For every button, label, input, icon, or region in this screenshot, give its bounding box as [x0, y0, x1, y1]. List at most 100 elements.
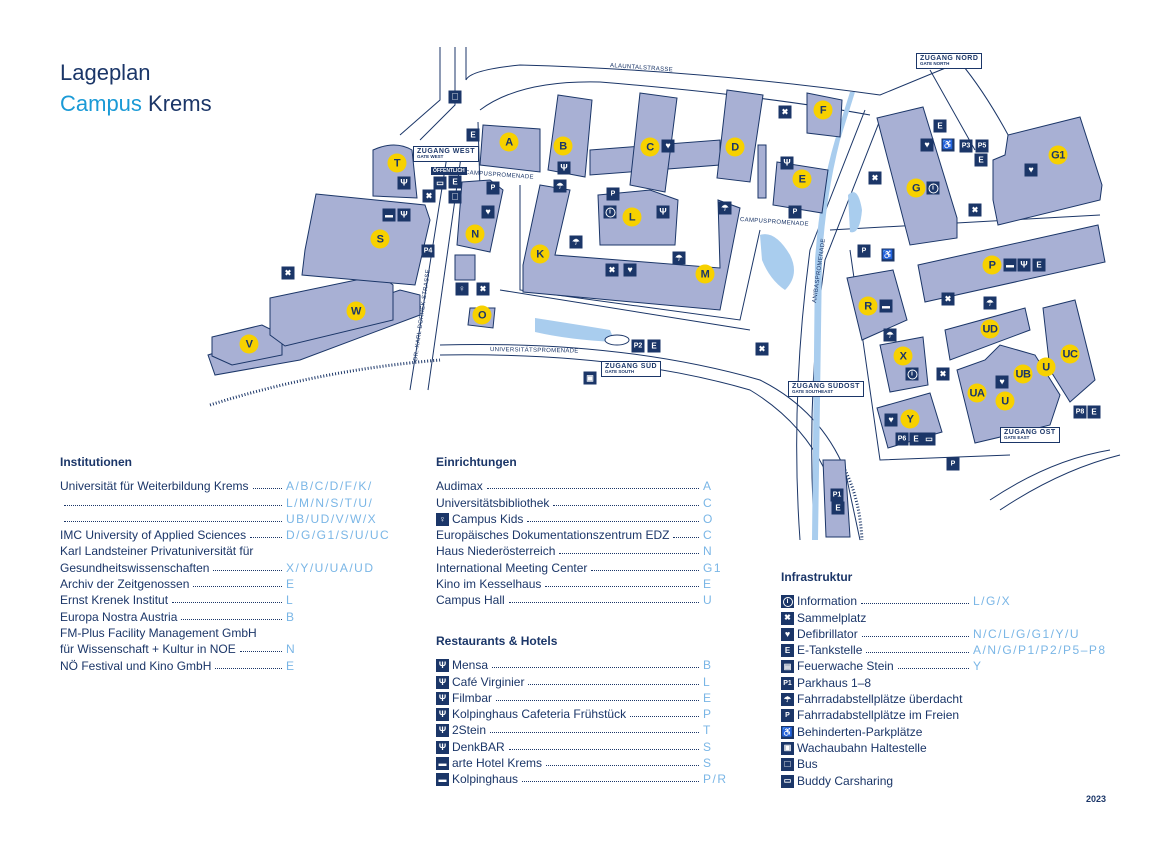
- dotted-leader: [673, 537, 699, 539]
- parking-garage-p4[interactable]: P4: [421, 244, 435, 258]
- legend-item-name: Karl Landsteiner Privatuniversität für: [60, 544, 254, 559]
- legend-item-name: 2Stein: [452, 723, 487, 738]
- building-marker-m[interactable]: M: [695, 264, 715, 284]
- information-icon: [926, 181, 940, 195]
- outdoor-bike-parking-icon: [946, 457, 960, 471]
- restaurant-icon: [397, 176, 411, 190]
- kids-icon: [436, 512, 449, 526]
- parking-garage-p6[interactable]: P6: [895, 432, 909, 446]
- building-marker-u-2[interactable]: U: [995, 391, 1015, 411]
- building-marker-y[interactable]: Y: [900, 409, 920, 429]
- building-marker-d[interactable]: D: [725, 137, 745, 157]
- ev-charging-icon: [1032, 258, 1046, 272]
- legend-item-building-ref: E: [703, 577, 713, 592]
- building-marker-r[interactable]: R: [858, 296, 878, 316]
- parking-garage-p3[interactable]: P3: [959, 139, 973, 153]
- assembly-point-icon: [476, 282, 490, 296]
- parking-garage-p2[interactable]: P2: [631, 339, 645, 353]
- restaurant-icon: [397, 208, 411, 222]
- legend-item-building-ref: E: [286, 658, 296, 673]
- building-marker-g1[interactable]: G1: [1048, 145, 1068, 165]
- building-marker-v[interactable]: V: [239, 334, 259, 354]
- defibrillator-icon: [661, 139, 675, 153]
- legend-item-name: Feuerwache Stein: [797, 659, 894, 674]
- assembly-point-icon: [605, 263, 619, 277]
- outdoor-bike-parking-icon: [781, 709, 794, 723]
- building-marker-w[interactable]: W: [346, 301, 366, 321]
- assembly-point-icon: [968, 203, 982, 217]
- defibrillator-icon: [623, 263, 637, 277]
- building-marker-a[interactable]: A: [499, 132, 519, 152]
- hotel-icon: [1003, 258, 1017, 272]
- dotted-leader: [213, 569, 282, 571]
- legend-item-building-ref: S: [703, 739, 713, 754]
- building-marker-ua[interactable]: UA: [967, 383, 987, 403]
- building-marker-u[interactable]: U: [1036, 357, 1056, 377]
- carsharing-icon: [922, 432, 936, 446]
- page-subtitle: Campus Krems: [60, 91, 212, 117]
- legend-row: Behinderten-Parkplätze: [781, 722, 1101, 739]
- roads: [209, 47, 1121, 541]
- hotel-icon: [879, 299, 893, 313]
- legend-item-building-ref: UB/UD/V/W/X: [286, 511, 378, 526]
- legend-item-building-ref: B: [286, 609, 296, 624]
- legend-row: Wachaubahn Haltestelle: [781, 739, 1101, 755]
- assembly-point-icon: [781, 611, 794, 625]
- year-label: 2023: [1086, 794, 1107, 804]
- dotted-leader: [591, 569, 699, 571]
- building-marker-l[interactable]: L: [622, 207, 642, 227]
- parking-garage-p1[interactable]: P1: [830, 488, 844, 502]
- building-marker-b[interactable]: B: [553, 136, 573, 156]
- legend-item-building-ref: Y: [973, 659, 983, 674]
- fire-station-icon: [781, 660, 794, 674]
- dotted-leader: [861, 635, 969, 637]
- building-marker-k[interactable]: K: [530, 244, 550, 264]
- legend-item-name: Audimax: [436, 479, 483, 494]
- building-marker-p[interactable]: P: [982, 255, 1002, 275]
- building-marker-s[interactable]: S: [370, 229, 390, 249]
- dotted-leader: [508, 748, 699, 750]
- legend-item-name: Filmbar: [452, 690, 493, 705]
- building-marker-x[interactable]: X: [893, 346, 913, 366]
- building-marker-o[interactable]: O: [472, 305, 492, 325]
- information-icon: [781, 595, 794, 609]
- legend-item-name: Bus: [797, 757, 818, 772]
- building-marker-ub[interactable]: UB: [1013, 364, 1033, 384]
- building-marker-g[interactable]: G: [906, 178, 926, 198]
- dotted-leader: [630, 716, 699, 718]
- legend-infrastruktur: Infrastruktur InformationL/G/XSammelplat…: [781, 570, 1105, 788]
- legend-item-building-ref: B: [703, 658, 713, 673]
- parking-garage-p5[interactable]: P5: [975, 139, 989, 153]
- building-marker-t[interactable]: T: [387, 153, 407, 173]
- legend-item-building-ref: E: [286, 577, 296, 592]
- pond: [760, 234, 794, 290]
- building-marker-ud[interactable]: UD: [980, 319, 1000, 339]
- legend-item-name: E-Tankstelle: [797, 643, 863, 658]
- legend-item-name: DenkBAR: [452, 739, 505, 754]
- ev-charging-icon: [933, 119, 947, 133]
- building-marker-e[interactable]: E: [792, 169, 812, 189]
- building-marker-uc[interactable]: UC: [1060, 344, 1080, 364]
- legend-item-building-ref: X/Y/U/UA/UD: [286, 560, 375, 575]
- building-marker-n[interactable]: N: [465, 224, 485, 244]
- legend-item-building-ref: A: [703, 479, 713, 494]
- legend-item-building-ref: L/M/N/S/T/U/: [286, 495, 374, 510]
- dotted-leader: [508, 602, 699, 604]
- outdoor-bike-parking-icon: [606, 187, 620, 201]
- dotted-leader: [553, 504, 699, 506]
- building-marker-f[interactable]: F: [813, 100, 833, 120]
- building-marker-c[interactable]: C: [640, 137, 660, 157]
- dotted-leader: [545, 586, 699, 588]
- legend-item-building-ref: G1: [703, 560, 723, 575]
- pond-north: [848, 192, 862, 233]
- parking-garage-p8[interactable]: P8: [1073, 405, 1087, 419]
- building-s: [301, 193, 431, 286]
